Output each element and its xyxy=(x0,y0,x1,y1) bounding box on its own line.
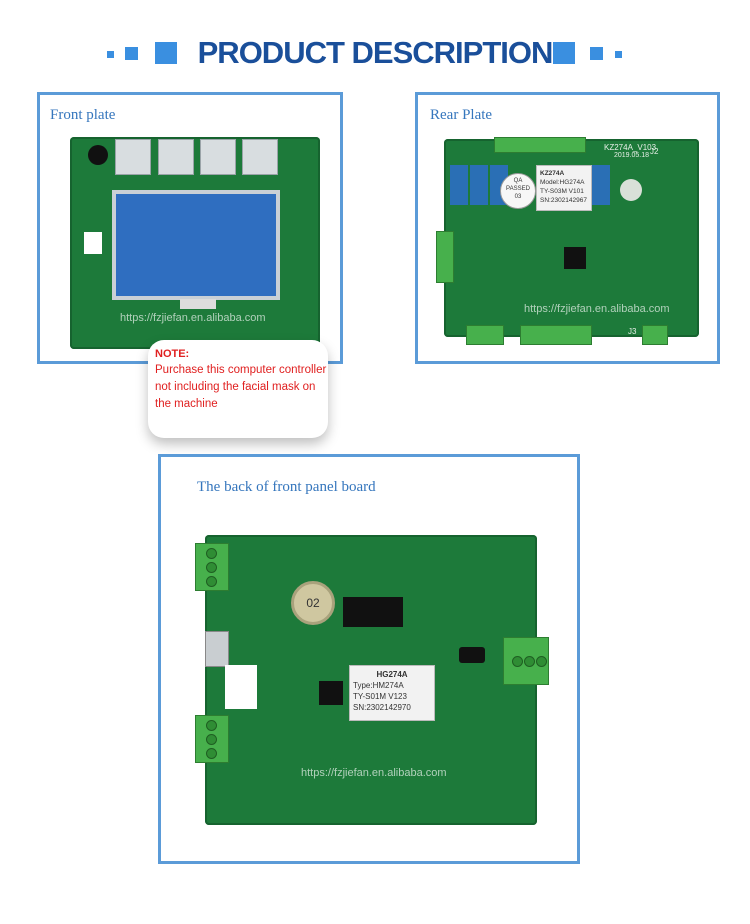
front-plate-panel: Front plate https://fzjiefan.en.alibaba.… xyxy=(37,92,343,364)
connector-label-j3: J3 xyxy=(628,327,637,336)
note-title: NOTE: xyxy=(155,348,190,360)
label-line: Model:HG274A xyxy=(540,179,585,186)
board-date: 2019.05.18 xyxy=(614,152,650,159)
label-line: HG274A xyxy=(376,670,408,679)
label-line: SN:2302142967 xyxy=(540,197,587,204)
battery: 02 xyxy=(291,581,335,625)
terminal-block xyxy=(520,325,592,345)
board-text: KZ274A_V103 xyxy=(604,143,657,152)
relay xyxy=(450,165,468,205)
qa-line: PASSED xyxy=(506,186,530,192)
watermark: https://fzjiefan.en.alibaba.com xyxy=(301,767,447,779)
qa-sticker: QA PASSED 03 xyxy=(500,173,536,209)
decor-square-icon xyxy=(107,51,114,58)
terminal-block xyxy=(466,325,504,345)
decor-square-icon xyxy=(615,51,622,58)
watermark: https://fzjiefan.en.alibaba.com xyxy=(120,312,266,324)
label-line: Type:HM274A xyxy=(353,681,404,690)
section-header: PRODUCT DESCRIPTION xyxy=(0,30,750,80)
terminal-block xyxy=(503,637,549,685)
relay xyxy=(470,165,488,205)
relay xyxy=(592,165,610,205)
connector-label-j2: J2 xyxy=(650,147,659,156)
decor-square-icon xyxy=(553,42,575,64)
rear-plate-panel: Rear Plate KZ274A_V103 2019.05.18 J2 QA … xyxy=(415,92,720,364)
panel-button xyxy=(200,139,236,175)
buzzer xyxy=(88,145,108,165)
label-line: TY-S03M V101 xyxy=(540,188,584,195)
qa-line: 03 xyxy=(514,194,522,200)
capacitor xyxy=(620,179,642,201)
white-label xyxy=(84,232,102,254)
panel-button xyxy=(115,139,151,175)
rear-plate-label: Rear Plate xyxy=(430,107,493,123)
capacitor xyxy=(459,647,485,663)
terminal-block xyxy=(195,543,229,591)
front-plate-board-image: https://fzjiefan.en.alibaba.com xyxy=(70,137,320,349)
product-label: KZ274A Model:HG274A TY-S03M V101 SN:2302… xyxy=(536,165,592,211)
note-callout: NOTE: Purchase this computer controller … xyxy=(148,340,328,438)
label-line: SN:2302142970 xyxy=(353,703,411,712)
back-front-panel-label: The back of front panel board xyxy=(197,479,376,495)
decor-square-icon xyxy=(155,42,177,64)
ic-chip xyxy=(564,247,586,269)
terminal-block xyxy=(195,715,229,763)
battery-badge: 02 xyxy=(306,596,320,610)
page-title: PRODUCT DESCRIPTION xyxy=(197,35,554,70)
qa-line: QA xyxy=(513,178,523,184)
terminal-block xyxy=(494,137,586,153)
terminal-block xyxy=(436,231,454,283)
ic-chip xyxy=(343,597,403,627)
panel-button xyxy=(242,139,278,175)
white-label xyxy=(225,665,257,709)
back-front-panel: The back of front panel board 02 HG274A … xyxy=(158,454,580,864)
note-text: Purchase this computer controller not in… xyxy=(155,364,327,410)
ic-chip xyxy=(319,681,343,705)
decor-square-icon xyxy=(590,47,603,60)
rear-plate-board-image: KZ274A_V103 2019.05.18 J2 QA PASSED 03 K… xyxy=(436,137,699,345)
back-front-board-image: 02 HG274A Type:HM274A TY-S01M V123 SN:23… xyxy=(195,535,549,825)
front-plate-label: Front plate xyxy=(50,107,116,123)
usb-port xyxy=(205,631,229,667)
connector xyxy=(180,299,216,309)
product-label: HG274A Type:HM274A TY-S01M V123 SN:23021… xyxy=(349,665,435,721)
decor-square-icon xyxy=(125,47,138,60)
lcd-screen xyxy=(112,190,280,300)
label-line: TY-S01M V123 xyxy=(353,692,407,701)
watermark: https://fzjiefan.en.alibaba.com xyxy=(524,303,670,315)
panel-button xyxy=(158,139,194,175)
label-line: KZ274A xyxy=(540,170,565,177)
terminal-block xyxy=(642,325,668,345)
